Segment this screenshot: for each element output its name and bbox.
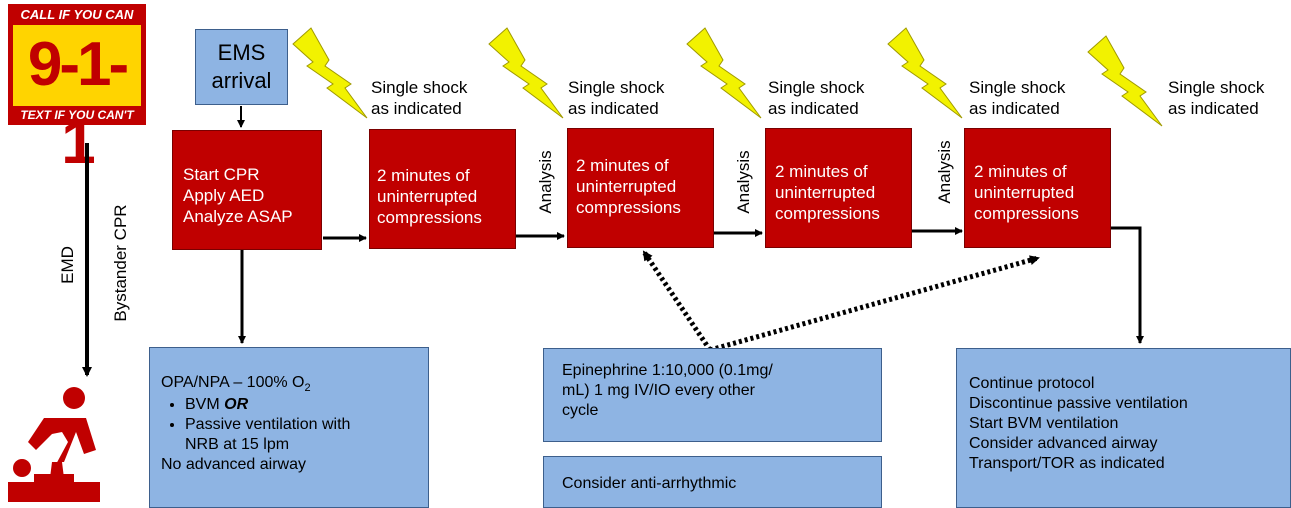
compressions-line2: uninterrupted: [775, 183, 876, 202]
compressions-line2: uninterrupted: [974, 183, 1075, 202]
bullet-passive-line1: Passive ventilation with: [185, 416, 351, 433]
start-line1: Start CPR: [183, 165, 260, 184]
bullet-passive-line2: NRB at 15 lpm: [185, 436, 290, 453]
compressions-line1: 2 minutes of: [974, 162, 1067, 181]
dotted-arrow-epi-to-box2: [641, 250, 713, 352]
analysis-label: Analysis: [536, 150, 555, 214]
badge-top-text: CALL IF YOU CAN: [20, 7, 134, 22]
continue-line: Consider advanced airway: [969, 435, 1158, 452]
call-911-badge: CALL IF YOU CAN 9-1-1 TEXT IF YOU CAN'T: [8, 4, 146, 177]
epi-line1: Epinephrine 1:10,000 (0.1mg/: [562, 362, 773, 379]
compressions-line1: 2 minutes of: [377, 166, 470, 185]
analysis-label: Analysis: [734, 150, 753, 214]
shock-label-line1: Single shock: [1168, 78, 1265, 97]
epinephrine-box: Epinephrine 1:10,000 (0.1mg/ mL) 1 mg IV…: [543, 348, 882, 442]
bullet-bvm-text: BVM: [185, 396, 220, 413]
epi-line3: cycle: [562, 402, 599, 419]
continue-line: Transport/TOR as indicated: [969, 455, 1165, 472]
continue-line: Continue protocol: [969, 375, 1095, 392]
shock-label: Single shock as indicated: [568, 77, 664, 119]
emd-label: EMD: [58, 246, 77, 284]
airway-box: OPA/NPA – 100% O2 BVM OR Passive ventila…: [149, 347, 429, 508]
start-line3: Analyze ASAP: [183, 207, 293, 226]
compressions-line3: compressions: [775, 204, 880, 223]
compressions-box: 2 minutes of uninterrupted compressions: [765, 128, 912, 248]
shock-label-line1: Single shock: [969, 78, 1066, 97]
bullet-or-emphasis: OR: [224, 396, 249, 413]
lightning-bolt-icon: [887, 27, 963, 119]
arrow-box4-to-continue: [1110, 226, 1144, 344]
lightning-bolt-icon: [292, 27, 368, 119]
bystander-cpr-label: Bystander CPR: [111, 204, 130, 322]
start-cpr-box: Start CPR Apply AED Analyze ASAP: [172, 130, 322, 250]
shock-label-line2: as indicated: [969, 99, 1060, 118]
badge-number: 9-1-1: [27, 30, 129, 177]
shock-label-line1: Single shock: [768, 78, 865, 97]
airway-footer: No advanced airway: [161, 456, 306, 473]
compressions-line1: 2 minutes of: [576, 156, 669, 175]
shock-label-line2: as indicated: [371, 99, 462, 118]
cpr-person-icon: [8, 387, 100, 502]
badge-number-panel: 9-1-1: [13, 25, 141, 177]
ems-arrival-line2: arrival: [211, 68, 272, 93]
continue-line: Discontinue passive ventilation: [969, 395, 1188, 412]
shock-label-line1: Single shock: [371, 78, 468, 97]
antiarrhythmic-text: Consider anti-arrhythmic: [562, 475, 737, 492]
continue-protocol-box: Continue protocol Discontinue passive ve…: [956, 348, 1291, 508]
start-line2: Apply AED: [183, 186, 265, 205]
compressions-line2: uninterrupted: [377, 187, 478, 206]
shock-label: Single shock as indicated: [1168, 77, 1264, 119]
compressions-box: 2 minutes of uninterrupted compressions: [369, 129, 516, 249]
shock-label: Single shock as indicated: [768, 77, 864, 119]
airway-title-subscript: 2: [304, 382, 311, 395]
ems-arrival-line1: EMS: [217, 40, 266, 65]
lightning-bolt-icon: [1087, 35, 1163, 127]
epi-line2: mL) 1 mg IV/IO every other: [562, 382, 755, 399]
shock-label-line2: as indicated: [1168, 99, 1259, 118]
shock-label: Single shock as indicated: [969, 77, 1065, 119]
antiarrhythmic-box: Consider anti-arrhythmic: [543, 456, 882, 508]
compressions-line3: compressions: [974, 204, 1079, 223]
dotted-arrow-epi-to-box4: [709, 255, 1040, 353]
ems-arrival-box: EMS arrival: [195, 29, 288, 105]
shock-label-line2: as indicated: [768, 99, 859, 118]
continue-line: Start BVM ventilation: [969, 415, 1119, 432]
compressions-box: 2 minutes of uninterrupted compressions: [964, 128, 1111, 248]
badge-bottom-text: TEXT IF YOU CAN'T: [20, 108, 134, 122]
lightning-bolt-icon: [488, 27, 564, 119]
shock-label-line2: as indicated: [568, 99, 659, 118]
shock-label: Single shock as indicated: [371, 77, 467, 119]
compressions-box: 2 minutes of uninterrupted compressions: [567, 128, 714, 248]
compressions-line1: 2 minutes of: [775, 162, 868, 181]
compressions-line2: uninterrupted: [576, 177, 677, 196]
compressions-line3: compressions: [377, 208, 482, 227]
airway-title: OPA/NPA – 100% O2: [161, 373, 428, 395]
lightning-bolt-icon: [686, 27, 762, 119]
compressions-line3: compressions: [576, 198, 681, 217]
analysis-label: Analysis: [935, 140, 954, 204]
airway-title-prefix: OPA/NPA – 100% O: [161, 374, 305, 391]
shock-label-line1: Single shock: [568, 78, 665, 97]
airway-bullet-bvm: BVM OR: [185, 395, 428, 415]
